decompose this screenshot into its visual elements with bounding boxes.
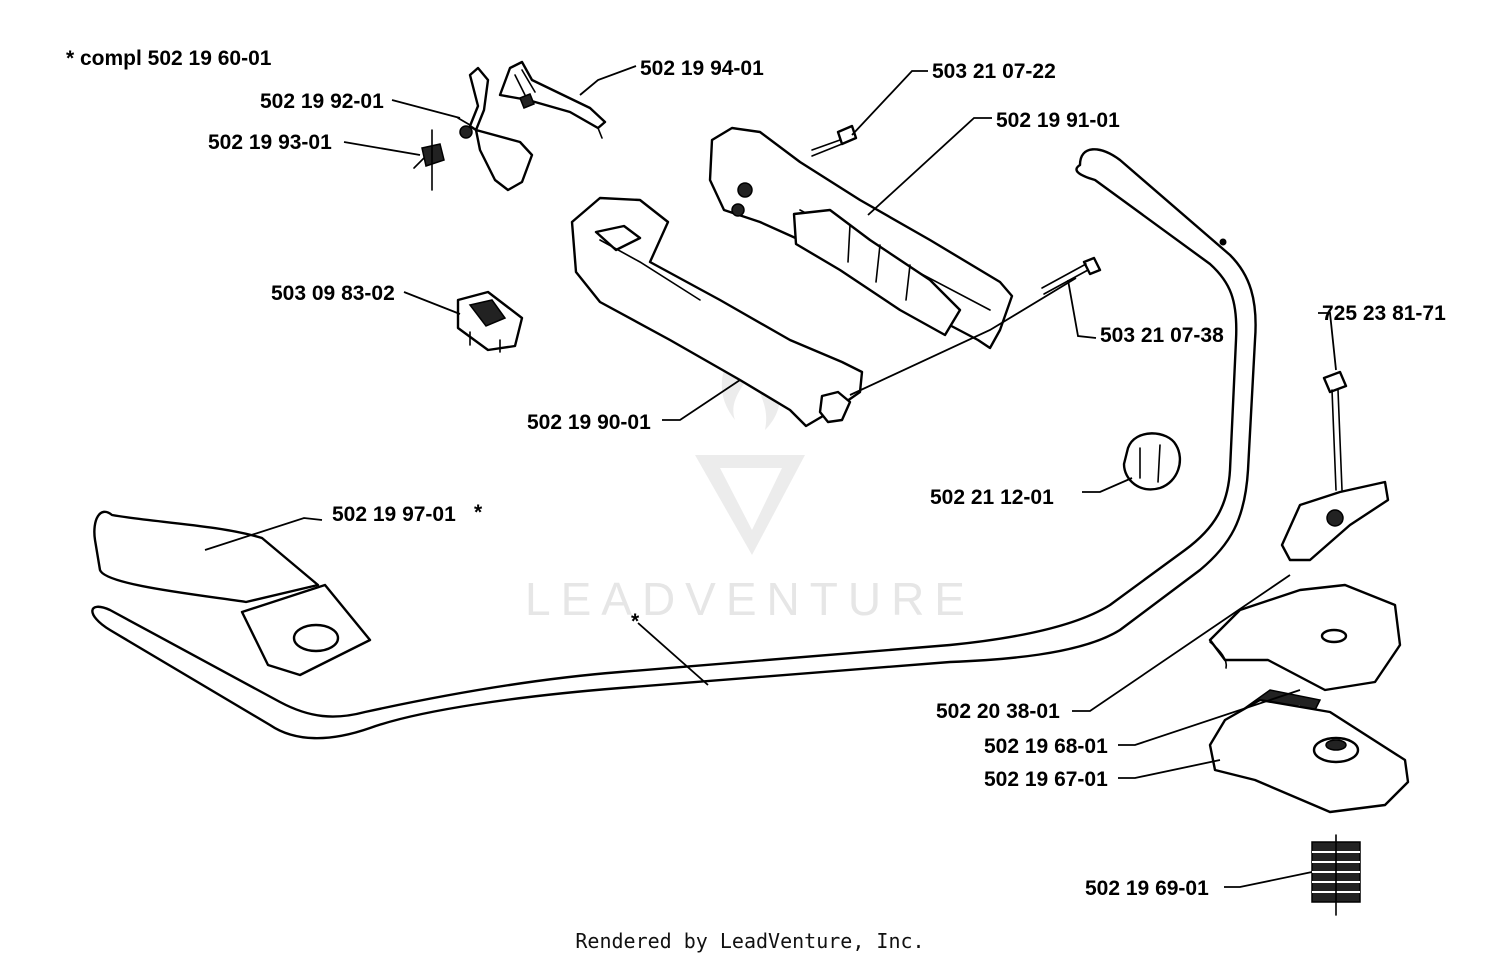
- throttle-bracket: [457, 66, 534, 192]
- cable-clip: [1122, 432, 1182, 491]
- label-725-23-81-71: 725 23 81-71: [1322, 302, 1446, 325]
- asterisk-grip: *: [474, 501, 483, 524]
- watermark: LEADVENTURE: [525, 345, 975, 625]
- handlebar-tube: [91, 148, 1257, 740]
- label-503-21-07-38: 503 21 07-38: [1100, 324, 1224, 347]
- part-labels: * compl 502 19 60-01 502 19 94-01 502 19…: [66, 47, 1446, 900]
- label-502-20-38-01: 502 20 38-01: [936, 700, 1060, 723]
- watermark-logo-icon: [695, 455, 805, 555]
- clamp-bottom: [1208, 698, 1410, 814]
- handle-half-right: [708, 126, 1014, 350]
- label-502-19-68-01: 502 19 68-01: [984, 735, 1108, 758]
- leader-lines: [204, 65, 1337, 888]
- trigger-spring: [413, 129, 445, 191]
- handlebar-grip: [93, 510, 372, 677]
- label-502-19-97-01: 502 19 97-01: [332, 503, 456, 526]
- label-503-21-07-22: 503 21 07-22: [932, 60, 1056, 83]
- clamp-bolt: [1322, 370, 1348, 491]
- label-502-21-12-01: 502 21 12-01: [930, 486, 1054, 509]
- label-502-19-91-01: 502 19 91-01: [996, 109, 1120, 132]
- label-502-19-93-01: 502 19 93-01: [208, 131, 332, 154]
- label-502-19-67-01: 502 19 67-01: [984, 768, 1108, 791]
- label-502-19-69-01: 502 19 69-01: [1085, 877, 1209, 900]
- handle-half-left: [570, 196, 864, 428]
- stop-switch: [456, 290, 524, 353]
- clamp-spring: [1311, 834, 1361, 916]
- screw-top: [811, 124, 858, 157]
- watermark-text: LEADVENTURE: [525, 573, 975, 625]
- compl-note: * compl 502 19 60-01: [66, 47, 272, 70]
- clamp-knob: [1280, 480, 1390, 562]
- label-502-19-92-01: 502 19 92-01: [260, 90, 384, 113]
- screw-long: [1041, 256, 1102, 295]
- label-502-19-94-01: 502 19 94-01: [640, 57, 764, 80]
- footer-credit: Rendered by LeadVenture, Inc.: [575, 929, 924, 953]
- label-502-19-90-01: 502 19 90-01: [527, 411, 651, 434]
- clamp-top: [1208, 583, 1402, 692]
- throttle-trigger: [498, 60, 607, 139]
- label-503-09-83-02: 503 09 83-02: [271, 282, 395, 305]
- asterisk-tube: *: [631, 610, 640, 633]
